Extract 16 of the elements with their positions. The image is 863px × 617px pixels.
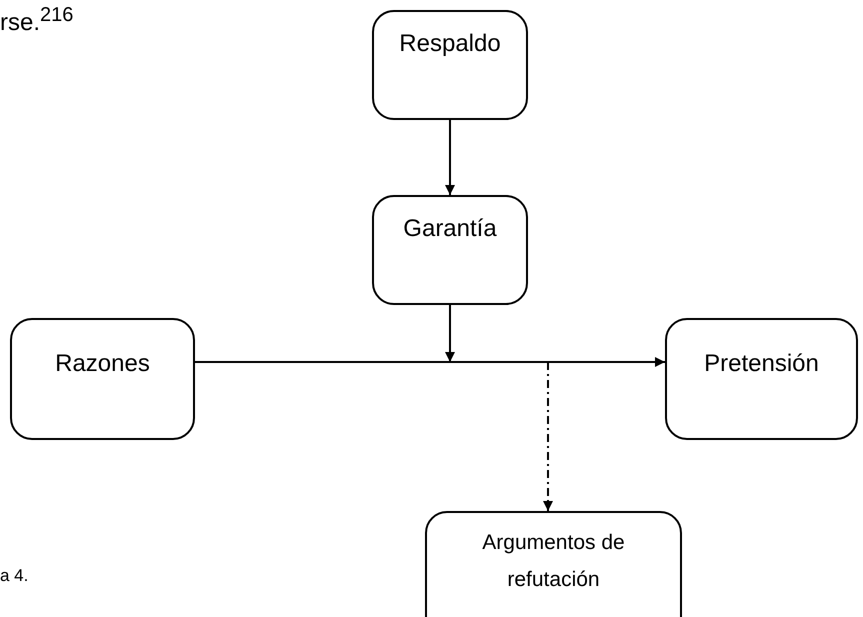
process-box [372, 195, 528, 305]
node-label: Respaldo [399, 30, 501, 59]
arrow [445, 120, 455, 195]
node-label: Pretensión [704, 350, 819, 379]
node-label: Argumentos de refutación [481, 530, 626, 593]
process-box [372, 10, 528, 120]
arrow [543, 362, 553, 511]
process-box [665, 318, 858, 440]
arrow [195, 357, 665, 367]
process-box [10, 318, 195, 440]
node-label: Razones [55, 350, 150, 379]
node-label: Garantía [403, 215, 497, 244]
arrow [445, 305, 455, 362]
text-fragment: a 4. [0, 566, 28, 586]
text-fragment: rse.$^{216}$ [0, 4, 74, 37]
process-box [425, 511, 682, 617]
